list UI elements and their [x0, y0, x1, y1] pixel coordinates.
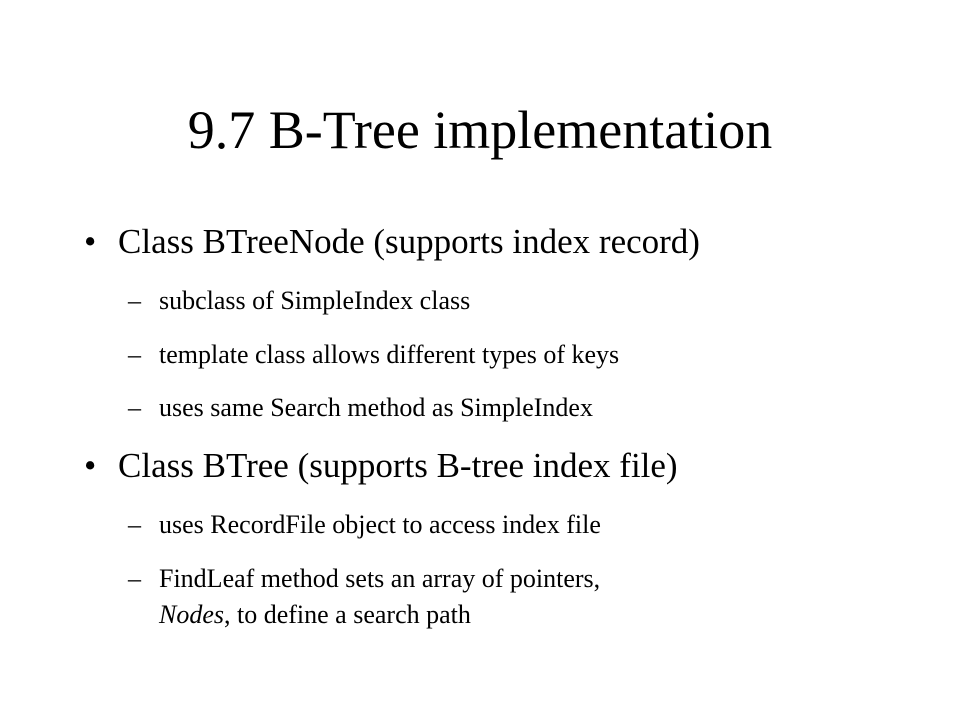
sub-item-text: uses same Search method as SimpleIndex	[159, 393, 593, 422]
bullet-mark: •	[84, 446, 97, 485]
sub-item-text: uses RecordFile object to access index f…	[159, 510, 601, 539]
bullet-mark: •	[84, 222, 97, 261]
sub-item-text: subclass of SimpleIndex class	[159, 286, 471, 315]
nodes-italic-word: Nodes	[159, 600, 224, 629]
dash-mark: –	[128, 286, 141, 315]
sub-item-text: template class allows different types of…	[159, 340, 620, 369]
dash-mark: –	[128, 564, 141, 593]
bullet-text: Class BTree (supports B-tree index file)	[118, 446, 678, 485]
sub-item-text-line2: Nodes, to define a search path	[159, 599, 471, 631]
dash-mark: –	[128, 510, 141, 539]
dash-mark: –	[128, 393, 141, 422]
sub-item-text-line2-rest: , to define a search path	[224, 600, 471, 629]
dash-mark: –	[128, 340, 141, 369]
slide-title: 9.7 B-Tree implementation	[187, 100, 773, 160]
sub-item-text-line1: FindLeaf method sets an array of pointer…	[159, 564, 601, 593]
bullet-text: Class BTreeNode (supports index record)	[118, 222, 700, 261]
